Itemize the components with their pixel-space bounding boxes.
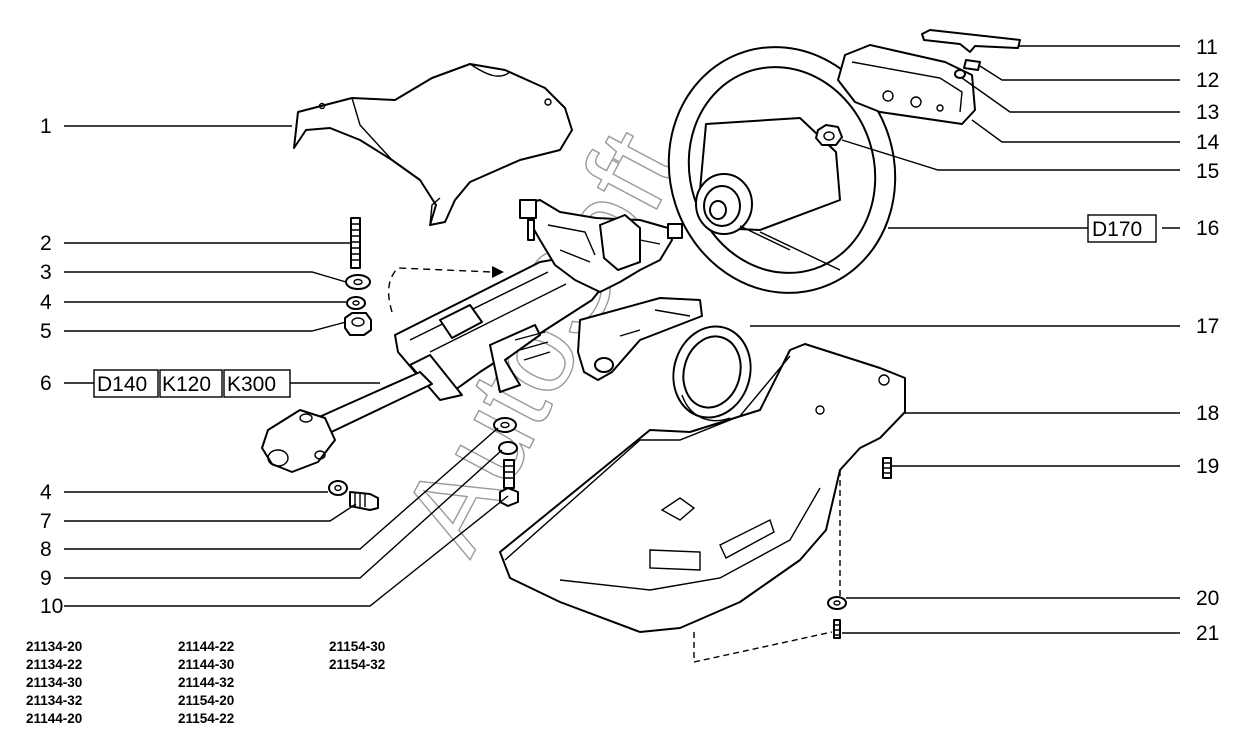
model-code: 21134-22 (26, 657, 83, 672)
arrow-head (492, 266, 504, 278)
callout-18: 18 (1196, 402, 1219, 425)
model-list: 21134-20 21134-22 21134-30 21134-32 2114… (26, 638, 446, 750)
lock-washer-4 (346, 296, 366, 310)
lower-washer (328, 480, 348, 496)
upper-shroud (293, 63, 573, 226)
bolt-7 (349, 491, 379, 511)
callout-6: 6 (40, 372, 52, 395)
model-column-2: 21144-22 21144-30 21144-32 21154-20 2115… (178, 638, 234, 728)
screw-19 (882, 457, 892, 479)
model-column-3: 21154-30 21154-32 (329, 638, 385, 674)
left-leaders (64, 125, 509, 607)
callout-4b: 4 (40, 481, 52, 504)
ignition-switch-assembly (519, 199, 683, 293)
model-code: 21144-22 (178, 639, 235, 654)
callout-12: 12 (1196, 69, 1219, 92)
callout-14: 14 (1196, 131, 1220, 154)
trim-strip-11 (921, 29, 1021, 53)
model-column-1: 21134-20 21134-22 21134-30 21134-32 2114… (26, 638, 82, 728)
callout-19: 19 (1196, 455, 1219, 478)
callout-5: 5 (40, 320, 52, 343)
callout-2: 2 (40, 232, 52, 255)
washer-13 (954, 69, 966, 79)
horn-pad (837, 44, 976, 125)
code-k300: K300 (227, 373, 276, 396)
model-code: 21154-20 (178, 693, 235, 708)
stud-bolt (350, 217, 361, 269)
model-code: 21134-20 (26, 639, 83, 654)
callout-21: 21 (1196, 622, 1219, 645)
screw-12 (963, 59, 981, 71)
code-d140: D140 (97, 373, 147, 396)
washer-3 (345, 274, 371, 290)
screw-21 (833, 619, 841, 639)
assembly-dashed-arrow (387, 267, 493, 313)
callout-15: 15 (1196, 160, 1219, 183)
model-code: 21154-30 (329, 639, 386, 654)
model-code: 21144-20 (26, 711, 83, 726)
callout-20: 20 (1196, 587, 1219, 610)
callout-17: 17 (1196, 315, 1219, 338)
callout-13: 13 (1196, 101, 1219, 124)
callout-7: 7 (40, 510, 52, 533)
code-k120: K120 (162, 373, 211, 396)
model-code: 21154-32 (329, 657, 386, 672)
washer-20 (827, 596, 847, 610)
ring-17 (672, 325, 752, 422)
lock-washer-9 (498, 441, 518, 455)
part-16-code-box: D170 (1087, 214, 1157, 243)
callout-16: 16 (1196, 217, 1219, 240)
shroud-guide-lines (693, 470, 841, 663)
model-code: 21144-30 (178, 657, 235, 672)
model-code: 21154-22 (178, 711, 235, 726)
model-code: 21144-32 (178, 675, 235, 690)
model-code: 21134-32 (26, 693, 83, 708)
nut-5 (344, 312, 372, 336)
callout-1: 1 (40, 115, 52, 138)
callout-8: 8 (40, 538, 52, 561)
callout-10: 10 (40, 595, 63, 618)
washer-8 (493, 417, 517, 433)
code-d170: D170 (1092, 218, 1142, 241)
right-callouts: 11 12 13 14 15 16 17 18 19 20 21 (1196, 36, 1220, 645)
callout-9: 9 (40, 567, 52, 590)
part-6-code-boxes: D140 K120 K300 (93, 369, 291, 398)
callout-11: 11 (1196, 36, 1218, 59)
lower-shroud (499, 343, 906, 633)
support-bracket (577, 297, 703, 381)
model-code: 21134-30 (26, 675, 83, 690)
wheel-nut-15 (815, 124, 843, 146)
left-callouts: 1 2 3 4 5 6 4 7 8 9 10 (40, 115, 63, 618)
steering-column (261, 254, 601, 473)
right-leaders (750, 45, 1180, 634)
callout-4: 4 (40, 291, 52, 314)
callout-3: 3 (40, 261, 52, 284)
steering-wheel (667, 46, 897, 294)
